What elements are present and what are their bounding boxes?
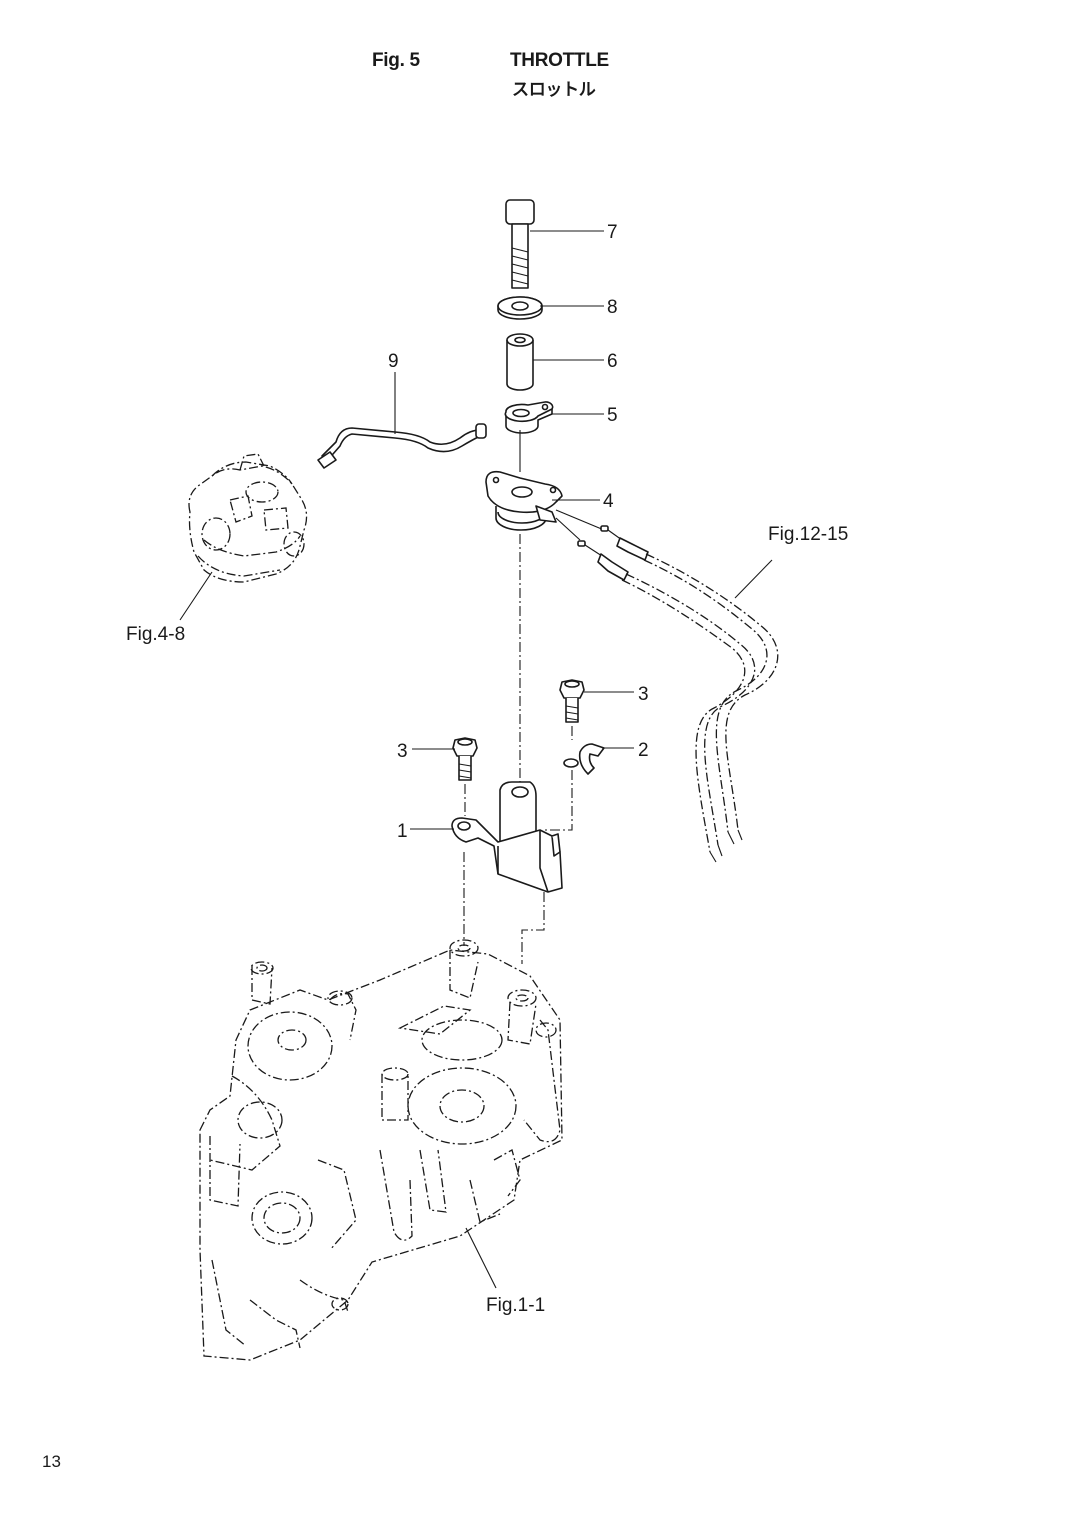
- leader-line-fig-4-8: [179, 571, 213, 621]
- ref-fig-1-1: Fig.1-1: [486, 1295, 545, 1316]
- assembly-axis-right-bolt: [544, 726, 573, 831]
- callout-5: 5: [607, 405, 618, 426]
- leader-line-fig-1-1: [465, 1227, 497, 1289]
- callout-9: 9: [388, 351, 399, 372]
- callout-8: 8: [607, 297, 618, 318]
- part-9-link-rod: [317, 423, 487, 469]
- part-2-cable-clip: [563, 743, 605, 775]
- callout-3-right: 3: [638, 684, 649, 705]
- part-5-cam: [504, 401, 554, 434]
- cylinder-block-phantom: [199, 939, 563, 1361]
- assembly-axis-bracket-right: [521, 892, 545, 964]
- callout-2: 2: [638, 740, 649, 761]
- callout-1: 1: [397, 821, 408, 842]
- page-number: 13: [42, 1452, 61, 1471]
- figure-number: Fig. 5: [372, 50, 420, 71]
- part-3-bolt-left: [452, 737, 478, 781]
- throttle-cables: [555, 509, 779, 863]
- part-6-collar: [506, 333, 534, 391]
- ref-fig-4-8: Fig.4-8: [126, 624, 185, 645]
- callout-7: 7: [607, 222, 618, 243]
- part-1-bracket: [451, 781, 563, 893]
- ref-fig-12-15: Fig.12-15: [768, 524, 848, 545]
- page-title: THROTTLE: [510, 50, 609, 71]
- callout-3-left: 3: [397, 741, 408, 762]
- part-7-bolt: [505, 199, 535, 289]
- callout-6: 6: [607, 351, 618, 372]
- part-3-bolt-right: [559, 679, 585, 723]
- part-4-throttle-drum: [485, 470, 563, 531]
- callout-4: 4: [603, 491, 614, 512]
- page-title-japanese: スロットル: [512, 80, 596, 100]
- leader-line-fig-12-15: [734, 559, 773, 599]
- carburetor-phantom: [188, 453, 308, 583]
- part-8-washer: [497, 296, 543, 320]
